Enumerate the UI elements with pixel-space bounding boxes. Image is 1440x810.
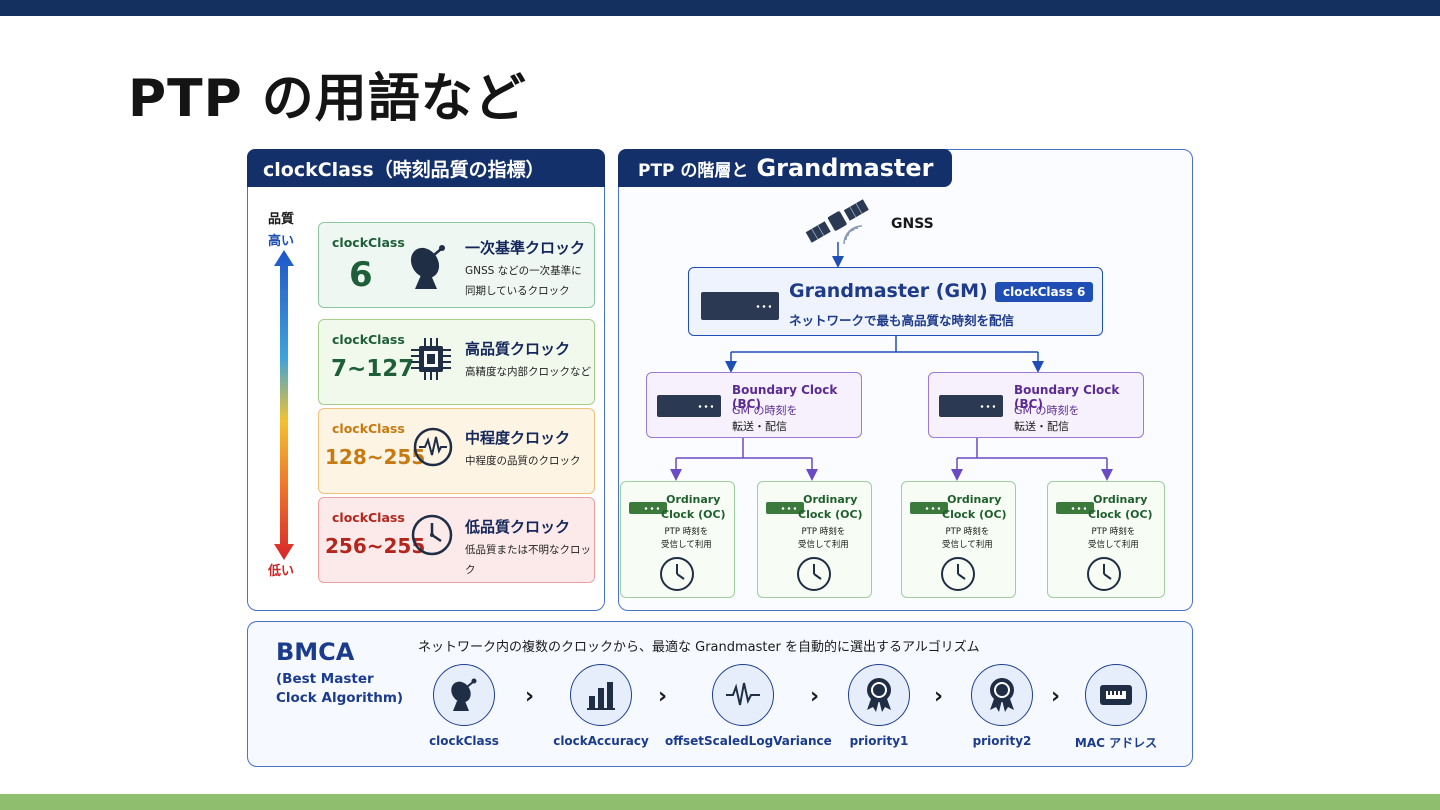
- card-desc: 中程度の品質のクロック: [465, 455, 581, 467]
- step-arrow: ›: [810, 684, 820, 709]
- clock-icon: [411, 514, 453, 560]
- criterion-label: priority2: [972, 734, 1032, 748]
- quality-label: 品質: [268, 212, 295, 227]
- criterion-label: offsetScaledLogVariance: [665, 734, 832, 748]
- card-name: 高品質クロック: [465, 340, 571, 358]
- card-title: clockClass: [332, 332, 405, 347]
- network-port-icon: [1085, 664, 1147, 726]
- card-desc: 高精度な内部クロックなど: [465, 366, 591, 378]
- satellite-dish-icon: [407, 241, 451, 297]
- card-value: 7~127: [331, 356, 415, 382]
- oc-desc: PTP 時刻を受信して利用: [661, 527, 712, 550]
- chip-icon: [409, 336, 453, 388]
- waveform-icon: [413, 427, 453, 471]
- card-desc: GNSS などの一次基準に 同期しているクロック: [465, 265, 582, 297]
- award-icon: [971, 664, 1033, 726]
- bc-desc: GM の時刻を転送・配信: [732, 404, 798, 433]
- gm-title: Grandmaster (GM): [789, 280, 988, 302]
- satellite-dish-icon: [433, 664, 495, 726]
- step-arrow: ›: [525, 684, 535, 709]
- boundary-clock-node: Boundary Clock (BC) GM の時刻を転送・配信: [928, 372, 1144, 438]
- bmca-description: ネットワーク内の複数のクロックから、最適な Grandmaster を自動的に選…: [418, 640, 980, 655]
- bc-title: Boundary Clock (BC): [1014, 383, 1120, 411]
- oc-desc: PTP 時刻を受信して利用: [942, 527, 993, 550]
- bc-title: Boundary Clock (BC): [732, 383, 838, 411]
- card-title: clockClass: [332, 510, 405, 525]
- bar-chart-icon: [570, 664, 632, 726]
- card-value: 6: [349, 255, 373, 295]
- criterion-label: clockClass: [429, 734, 499, 748]
- criterion-label: MAC アドレス: [1074, 736, 1158, 750]
- gm-clockclass-badge: clockClass 6: [995, 282, 1094, 302]
- boundary-clock-node: Boundary Clock (BC) GM の時刻を転送・配信: [646, 372, 862, 438]
- bmca-title: BMCA: [276, 638, 355, 666]
- clock-icon: [659, 556, 695, 596]
- server-icon: [701, 292, 779, 320]
- clock-icon: [940, 556, 976, 596]
- clockclass-card-128-255: clockClass 128~255 中程度クロック 中程度の品質のクロック: [318, 408, 595, 494]
- top-bar: [0, 0, 1440, 16]
- card-title: clockClass: [332, 421, 405, 436]
- oc-desc: PTP 時刻を受信して利用: [798, 527, 849, 550]
- device-icon: [1056, 502, 1094, 514]
- clock-icon: [1086, 556, 1122, 596]
- award-icon: [848, 664, 910, 726]
- step-arrow: ›: [658, 684, 668, 709]
- oc-desc: PTP 時刻を受信して利用: [1088, 527, 1139, 550]
- page-title: PTP の用語など: [128, 69, 527, 129]
- card-value: 256~255: [325, 534, 426, 558]
- gm-desc: ネットワークで最も高品質な時刻を配信: [789, 313, 1015, 328]
- card-desc: 低品質または不明なクロック: [465, 544, 591, 576]
- device-icon: [629, 502, 667, 514]
- quality-high-label: 高い: [268, 234, 295, 249]
- card-value: 128~255: [325, 445, 426, 469]
- card-title: clockClass: [332, 235, 405, 250]
- criterion-label: clockAccuracy: [553, 734, 649, 748]
- device-icon: [766, 502, 804, 514]
- card-name: 中程度クロック: [465, 429, 571, 447]
- card-name: 一次基準クロック: [465, 239, 586, 257]
- bc-desc: GM の時刻を転送・配信: [1014, 404, 1080, 433]
- bottom-bar: [0, 794, 1440, 810]
- quality-low-label: 低い: [268, 564, 295, 579]
- card-name: 低品質クロック: [465, 518, 571, 536]
- clockclass-card-7-127: clockClass 7~127 高品質クロック 高精度な内部クロックなど: [318, 319, 595, 405]
- waveform-icon: [712, 664, 774, 726]
- device-icon: [910, 502, 948, 514]
- clockclass-card-6: clockClass 6 一次基準クロック GNSS などの一次基準に 同期して…: [318, 222, 595, 308]
- gnss-label: GNSS: [891, 216, 934, 232]
- clock-icon: [796, 556, 832, 596]
- satellite-icon: [804, 196, 874, 248]
- server-icon: [939, 395, 1003, 417]
- quality-scale-arrow: [274, 250, 294, 560]
- step-arrow: ›: [1051, 684, 1061, 709]
- criterion-label: priority1: [849, 734, 909, 748]
- clockclass-panel-header: clockClass（時刻品質の指標）: [247, 149, 605, 187]
- step-arrow: ›: [934, 684, 944, 709]
- server-icon: [657, 395, 721, 417]
- clockclass-card-256-255: clockClass 256~255 低品質クロック 低品質または不明なクロック: [318, 497, 595, 583]
- grandmaster-node: Grandmaster (GM) clockClass 6 ネットワークで最も高…: [688, 267, 1103, 336]
